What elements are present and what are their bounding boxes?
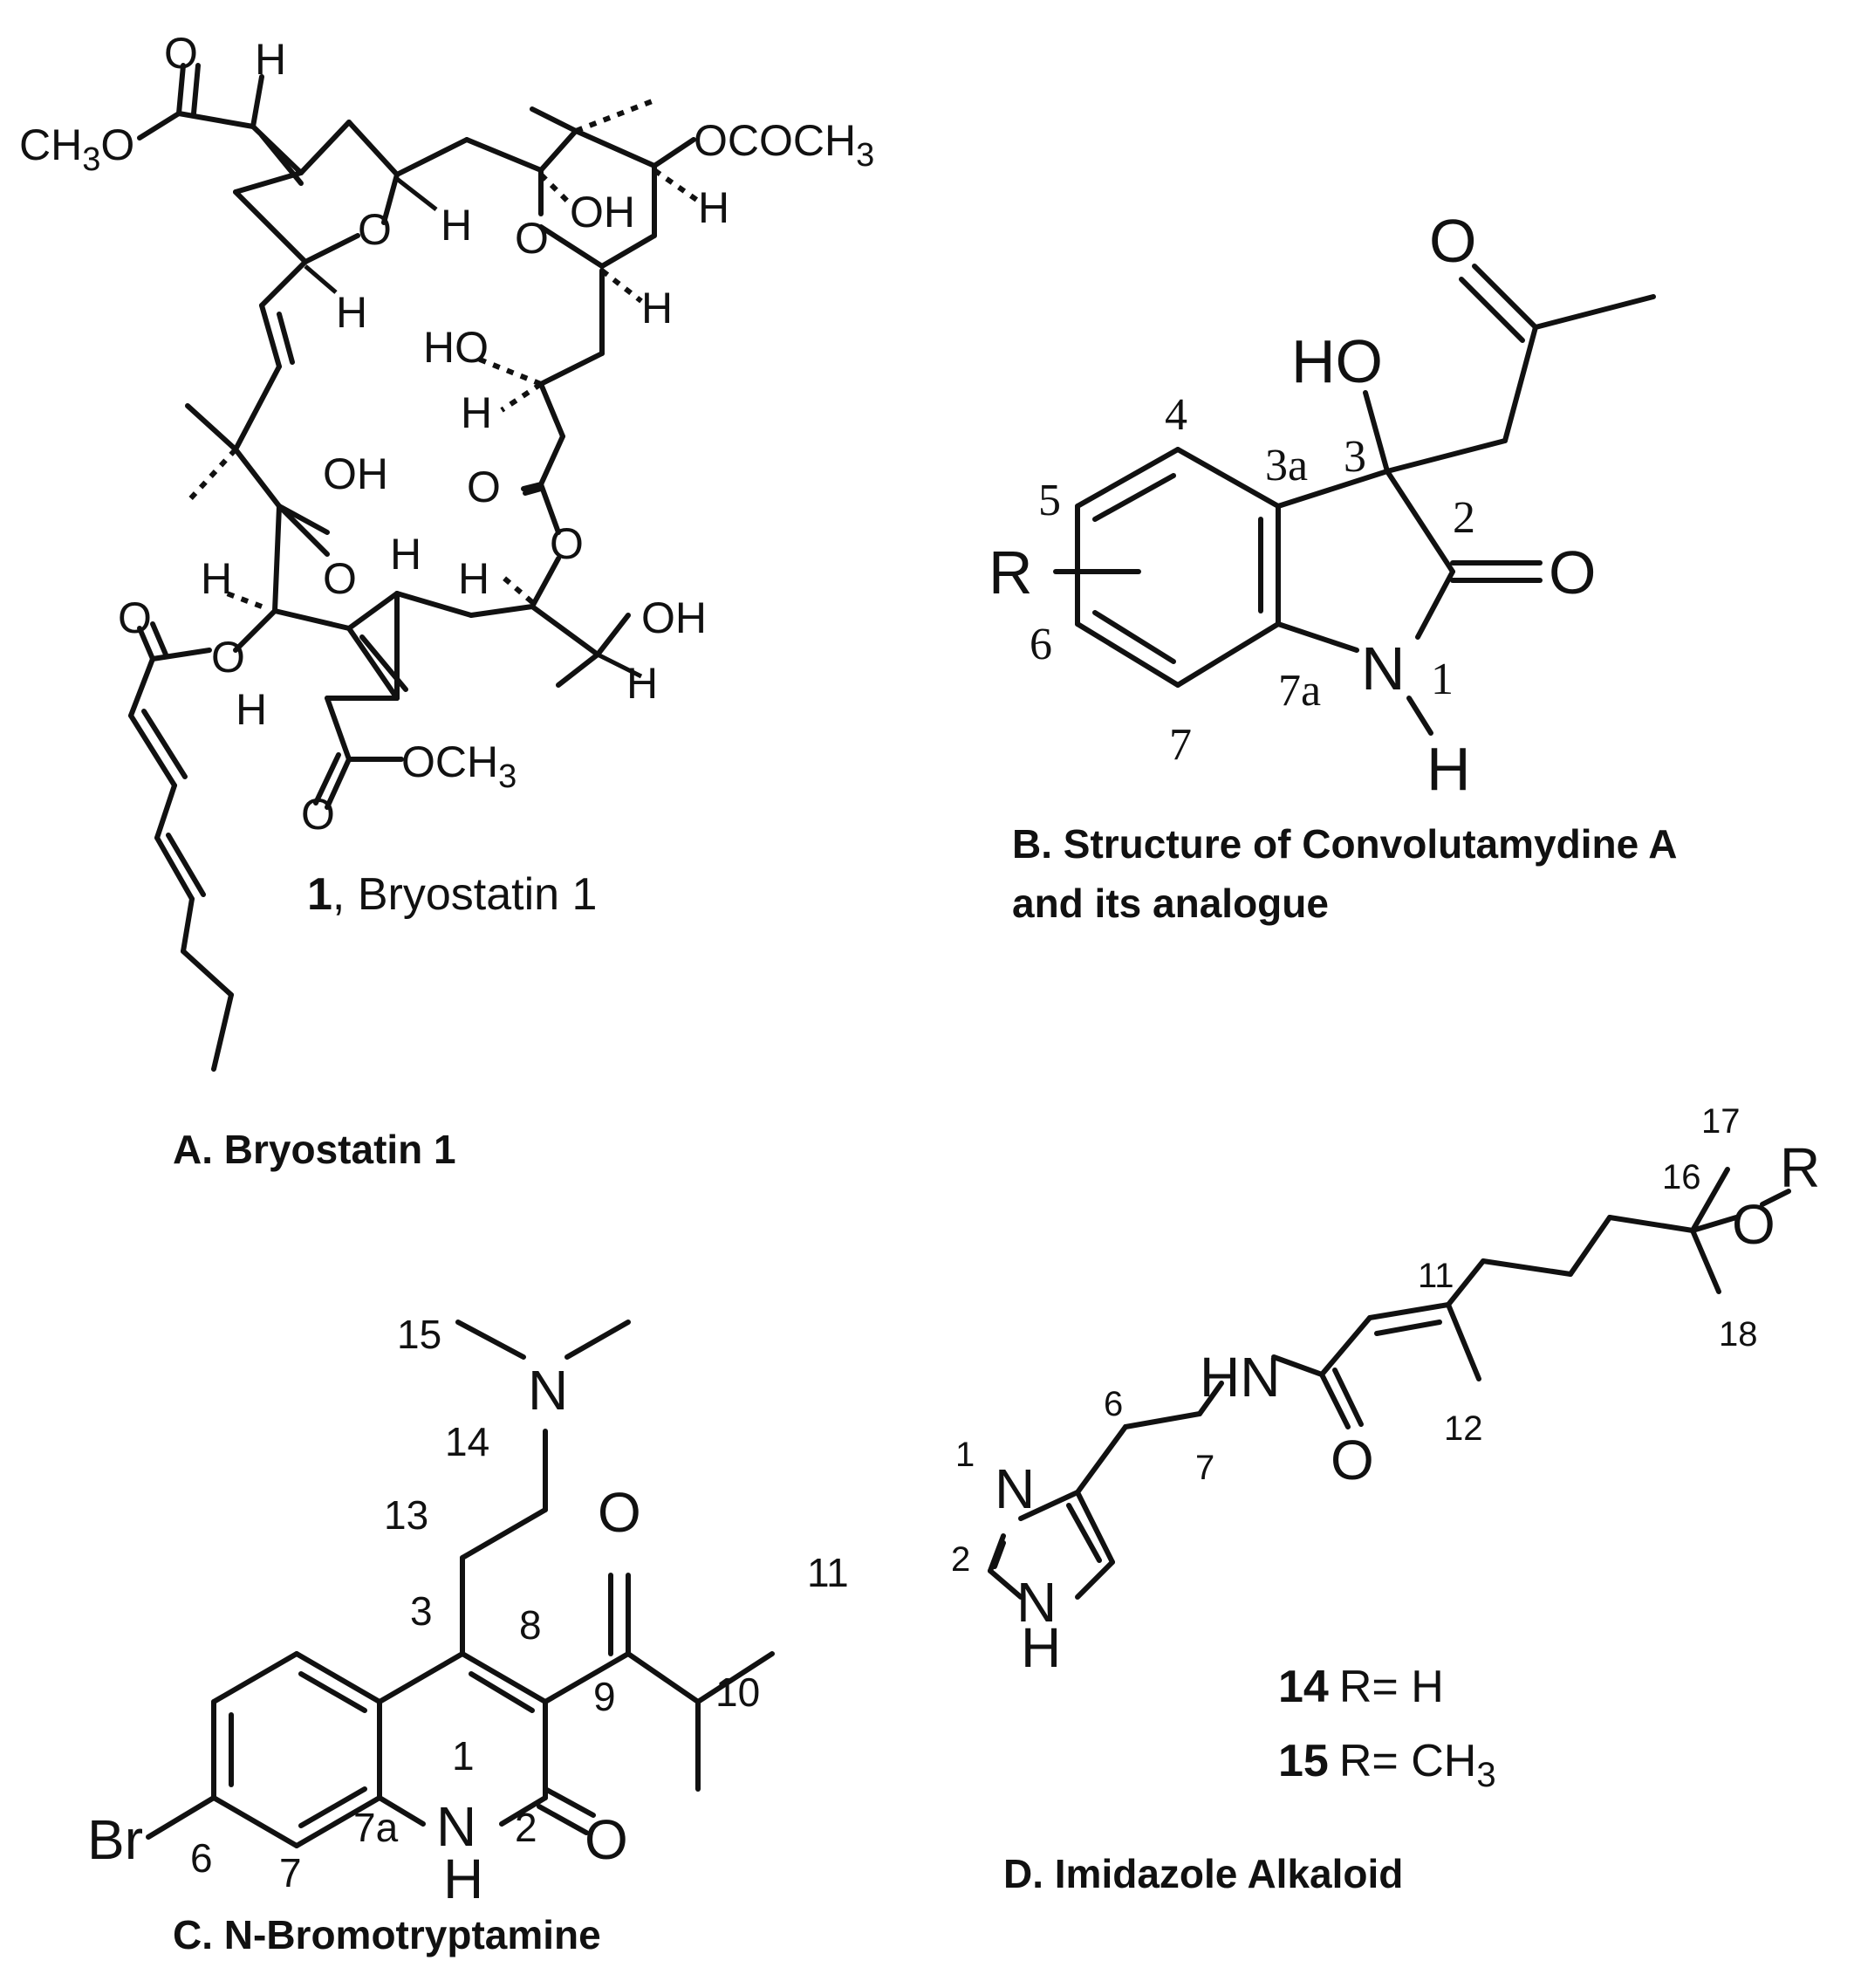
- locant-6: 6: [1030, 620, 1052, 669]
- nh-label: N: [1016, 1571, 1057, 1634]
- h-label: H: [443, 1847, 483, 1910]
- r-label: R: [1780, 1136, 1820, 1199]
- ring-o-label: O: [358, 205, 392, 254]
- locant-6: 6: [1104, 1385, 1123, 1423]
- oh-label: OH: [570, 188, 635, 237]
- lactone-carbonyl-o-label: O: [467, 463, 501, 511]
- ester-carbonyl-o-label: O: [301, 790, 335, 839]
- h-label: H: [441, 201, 472, 250]
- locant-4: 4: [1165, 390, 1187, 440]
- br-label: Br: [87, 1808, 143, 1871]
- ho-label: HO: [423, 323, 489, 372]
- n-label: N: [1361, 634, 1406, 703]
- h-label: H: [698, 183, 729, 232]
- caption-b-line2: and its analogue: [1012, 881, 1329, 926]
- lactone-o-label: O: [550, 519, 584, 568]
- h-label: H: [461, 388, 492, 437]
- locant-18: 18: [1719, 1315, 1758, 1354]
- locant-12: 12: [1444, 1409, 1483, 1448]
- locant-7: 7: [1169, 720, 1192, 770]
- oacetyl-label: OCOCH3: [694, 116, 874, 174]
- locant-1: 1: [452, 1733, 475, 1779]
- ether-o-label: O: [1732, 1193, 1775, 1256]
- amide-o-label: O: [1331, 1429, 1374, 1491]
- locant-8: 8: [519, 1602, 542, 1648]
- bryostatin-structure: [128, 63, 700, 1072]
- h-label: H: [458, 554, 489, 603]
- locant-14: 14: [445, 1419, 489, 1464]
- locant-13: 13: [384, 1492, 428, 1538]
- locant-3: 3: [1344, 432, 1366, 482]
- n-label: N: [436, 1795, 476, 1858]
- locant-5: 5: [1038, 476, 1061, 525]
- locant-15: 15: [397, 1312, 441, 1357]
- h-label: H: [236, 685, 267, 734]
- locant-3: 3: [410, 1588, 433, 1634]
- locant-7: 7: [1195, 1449, 1214, 1487]
- hn-label: HN: [1200, 1346, 1280, 1409]
- h-label: H: [336, 288, 367, 337]
- h-label: H: [1021, 1616, 1061, 1679]
- locant-3a: 3a: [1265, 441, 1308, 490]
- ho-label: HO: [1291, 327, 1383, 395]
- locant-1: 1: [1431, 655, 1454, 704]
- imidazole-structure: [988, 1167, 1791, 1600]
- locant-1: 1: [955, 1436, 975, 1474]
- imidazole-atoms: N N H HN O O R 1 2 6 7 11 12 16 17 18 14…: [951, 1102, 1820, 1794]
- ester-o-top-label: O: [164, 29, 198, 78]
- h-label: H: [390, 530, 421, 579]
- locant-7: 7: [279, 1850, 302, 1895]
- convolutamydine-atoms: R HO O O N H 4 5 6 7 3a 3 2 7a 1: [989, 207, 1596, 803]
- h-label: H: [1426, 735, 1471, 803]
- h-label: H: [201, 554, 232, 603]
- locant-2: 2: [951, 1540, 970, 1579]
- bryostatin-atoms: CH3O O H O H H O OH OCOCH3 H H HO H OH O…: [19, 29, 874, 920]
- locant-9: 9: [593, 1674, 616, 1719]
- locant-11: 11: [807, 1550, 849, 1595]
- locant-2: 2: [1453, 493, 1475, 543]
- caption-b-line1: B. Structure of Convolutamydine A: [1012, 821, 1678, 867]
- h-label: H: [641, 284, 673, 332]
- locant-11: 11: [1418, 1257, 1454, 1295]
- oh-label: OH: [323, 449, 388, 498]
- amine-n-label: N: [528, 1359, 568, 1422]
- och3-bottom-label: OCH3: [401, 737, 517, 795]
- locant-17: 17: [1701, 1102, 1741, 1141]
- caption-a: A. Bryostatin 1: [173, 1127, 456, 1172]
- locant-2: 2: [515, 1805, 537, 1850]
- ester-o-label: O: [211, 633, 245, 682]
- bromotryptamine-atoms: Br N H O N O 15 14 13 3 8 9 10 11 1 2 7a…: [87, 1312, 849, 1910]
- locant-6: 6: [190, 1835, 213, 1881]
- ring-o-label: O: [323, 554, 357, 603]
- locant-16: 16: [1662, 1158, 1701, 1196]
- ch3o-top-label: CH: [19, 120, 82, 169]
- ester-carbonyl-o-label: O: [118, 593, 152, 642]
- ketone-o-label: O: [1429, 207, 1476, 275]
- h-label: H: [626, 659, 658, 708]
- locant-7a: 7a: [353, 1805, 399, 1850]
- ring-o-label: O: [515, 214, 549, 263]
- ketone-o-label: O: [598, 1481, 641, 1544]
- lactam-o-label: O: [585, 1808, 628, 1871]
- locant-10: 10: [715, 1669, 760, 1715]
- r-label: R: [989, 538, 1033, 607]
- oh-label: OH: [641, 593, 707, 642]
- n-label: N: [995, 1457, 1035, 1520]
- caption-d: D. Imidazole Alkaloid: [1003, 1851, 1404, 1896]
- svg-text:CH3O: CH3O: [19, 120, 134, 178]
- caption-c: C. N-Bromotryptamine: [173, 1912, 601, 1957]
- h-label: H: [255, 35, 286, 84]
- locant-7a: 7a: [1278, 666, 1321, 716]
- compound-number: 1, Bryostatin 1: [307, 869, 597, 920]
- bromotryptamine-structure: [146, 1320, 775, 1848]
- convolutamydine-structure: [1053, 264, 1656, 736]
- lactam-o-label: O: [1549, 538, 1596, 607]
